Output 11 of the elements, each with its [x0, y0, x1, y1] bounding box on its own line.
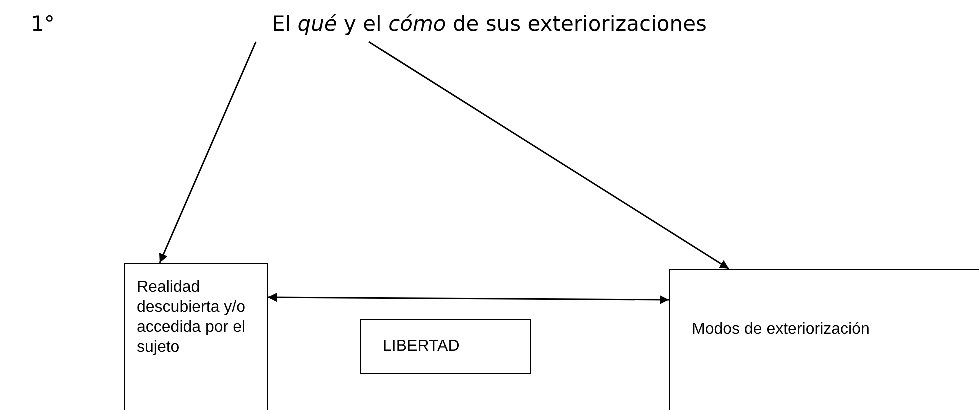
arrow — [268, 293, 669, 304]
arrow — [368, 41, 730, 270]
box-text: LIBERTAD — [383, 337, 461, 357]
box-text: Modos de exteriorización — [692, 320, 871, 340]
title-text: El qué y el cómo de sus exteriorizaciones — [272, 12, 882, 42]
arrow — [159, 42, 257, 264]
process-box — [669, 269, 979, 410]
process-box — [124, 263, 268, 410]
label-box — [360, 319, 531, 374]
box-text: Realidad descubierta y/o accedida por el sujeto — [137, 278, 247, 358]
step-number: 1° — [31, 12, 55, 36]
